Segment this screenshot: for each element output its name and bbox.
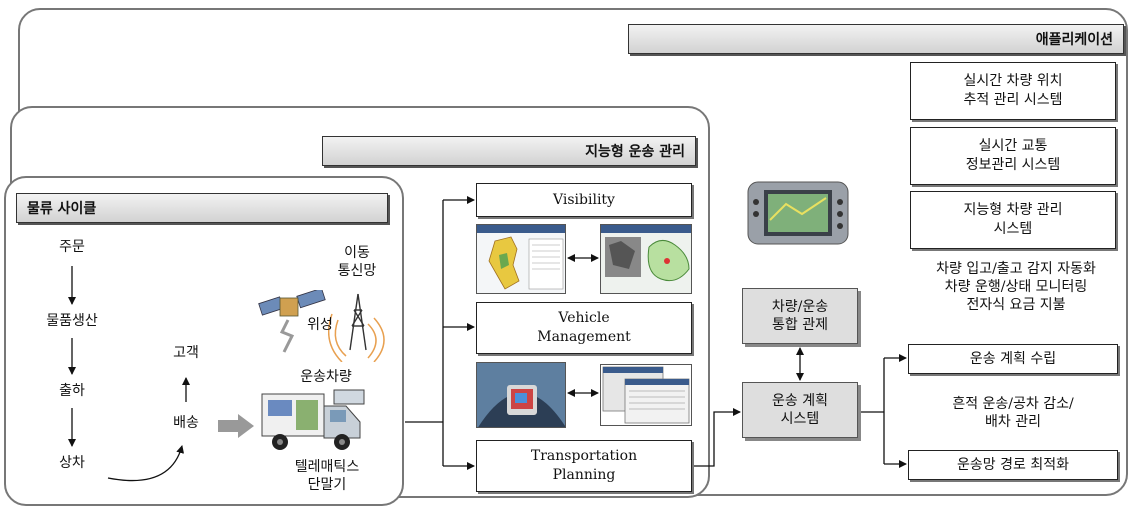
logistics-cycle-panel <box>4 176 404 506</box>
vehicle-screenshot-1 <box>476 362 566 428</box>
plan-note-text: 흔적 운송/공차 감소/ 배차 관리 <box>952 396 1074 431</box>
plan-box-transport-planning: 운송 계획 수립 <box>908 344 1118 374</box>
step-loading: 상차 <box>59 455 85 471</box>
satellite-icon <box>258 287 328 360</box>
delivery-label: 배송 <box>173 415 199 431</box>
truck-icon <box>258 388 368 460</box>
logistics-cycle-header-label: 물류 사이클 <box>27 201 97 217</box>
app-box-location-tracking: 실시간 차량 위치 추적 관리 시스템 <box>910 62 1116 120</box>
visibility-box: Visibility <box>476 183 692 217</box>
telematics-terminal-label: 텔레매틱스 단말기 <box>294 459 360 494</box>
transport-planning-system-box: 운송 계획 시스템 <box>742 382 858 438</box>
mobile-network-label: 이동 통신망 <box>337 245 377 280</box>
transportation-planning-box: Transportation Planning <box>476 440 692 492</box>
intelligent-transport-header-label: 지능형 운송 관리 <box>585 144 685 160</box>
app-features-text: 차량 입고/출고 감지 자동화 차량 운행/상태 모니터링 전자식 요금 지불 <box>936 261 1096 314</box>
intelligent-transport-header: 지능형 운송 관리 <box>322 136 696 166</box>
plan-box-route-optimization: 운송망 경로 최적화 <box>908 450 1118 480</box>
vehicle-management-box: Vehicle Management <box>476 302 692 354</box>
integrated-control-box: 차량/운송 통합 관제 <box>742 288 858 344</box>
telematics-device-image <box>746 180 850 246</box>
map-screenshot-2 <box>600 224 692 294</box>
app-box-vehicle-management: 지능형 차량 관리 시스템 <box>910 191 1116 249</box>
step-order: 주문 <box>59 239 85 255</box>
application-header-label: 애플리케이션 <box>1035 32 1113 48</box>
step-production: 물품생산 <box>46 313 98 329</box>
satellite-label: 위성 <box>307 317 333 333</box>
step-shipment: 출하 <box>59 383 85 399</box>
cell-tower-icon <box>327 290 392 366</box>
transport-vehicle-label: 운송차량 <box>300 369 352 385</box>
customer-label: 고객 <box>173 345 199 361</box>
logistics-cycle-header: 물류 사이클 <box>16 193 388 223</box>
map-screenshot-1 <box>476 224 566 294</box>
app-box-traffic-info: 실시간 교통 정보관리 시스템 <box>910 127 1116 185</box>
vehicle-screenshot-2 <box>600 364 692 426</box>
application-header: 애플리케이션 <box>628 24 1124 54</box>
delivery-arrow-icon <box>218 414 254 442</box>
